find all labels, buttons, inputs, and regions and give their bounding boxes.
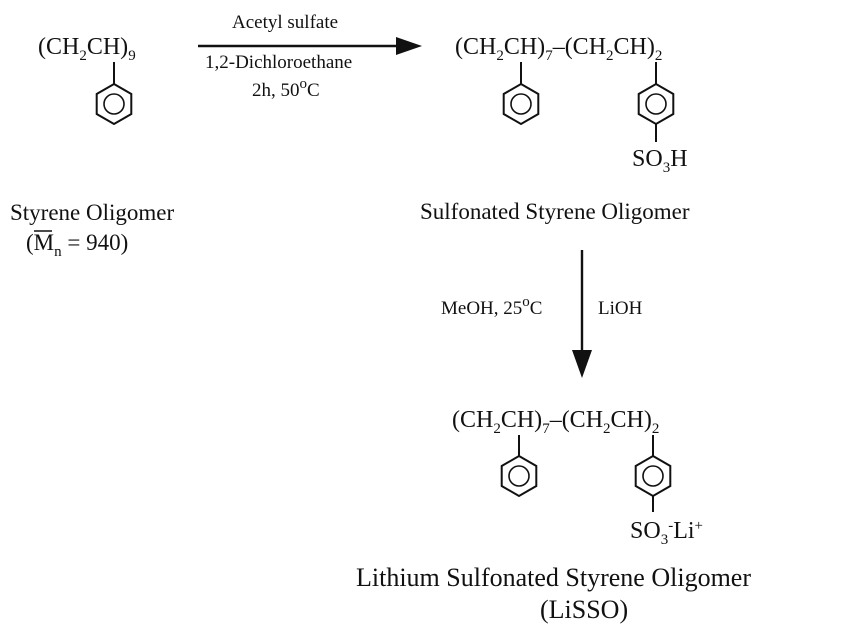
product-name: Lithium Sulfonated Styrene Oligomer [356,563,751,592]
sulfonic-acid-group: SO3H [632,146,688,176]
benzene-ring-icon [500,454,538,498]
step2-arrow [572,250,592,378]
step2-conditions-right: LiOH [598,298,643,319]
step1-conditions: 2h, 50oC [252,76,320,101]
reactant-name: Styrene Oligomer [10,200,174,225]
product-abbreviation: (LiSSO) [540,595,628,624]
reactant-formula: (CH2CH)9 [38,34,136,64]
benzene-ring-icon [634,454,672,498]
intermediate-formula: (CH2CH)7–(CH2CH)2 [455,34,662,64]
step1-reagent: Acetyl sulfate [232,12,338,33]
product-structure: (CH2CH)7–(CH2CH)2 SO3-Li+ [452,407,703,548]
benzene-ring-icon [95,82,133,126]
intermediate-name: Sulfonated Styrene Oligomer [420,199,690,224]
step2-conditions-left: MeOH, 25oC [441,294,542,319]
step1-arrow [198,37,422,55]
intermediate-structure: (CH2CH)7–(CH2CH)2 SO3H [455,34,688,176]
step1-solvent: 1,2-Dichloroethane [205,52,352,73]
lithium-sulfonate-group: SO3-Li+ [630,518,703,548]
product-formula: (CH2CH)7–(CH2CH)2 [452,407,659,437]
benzene-ring-icon [637,82,675,126]
reactant-structure: (CH2CH)9 [38,34,136,126]
benzene-ring-icon [502,82,540,126]
reactant-mn: (Mn = 940) [26,230,128,260]
